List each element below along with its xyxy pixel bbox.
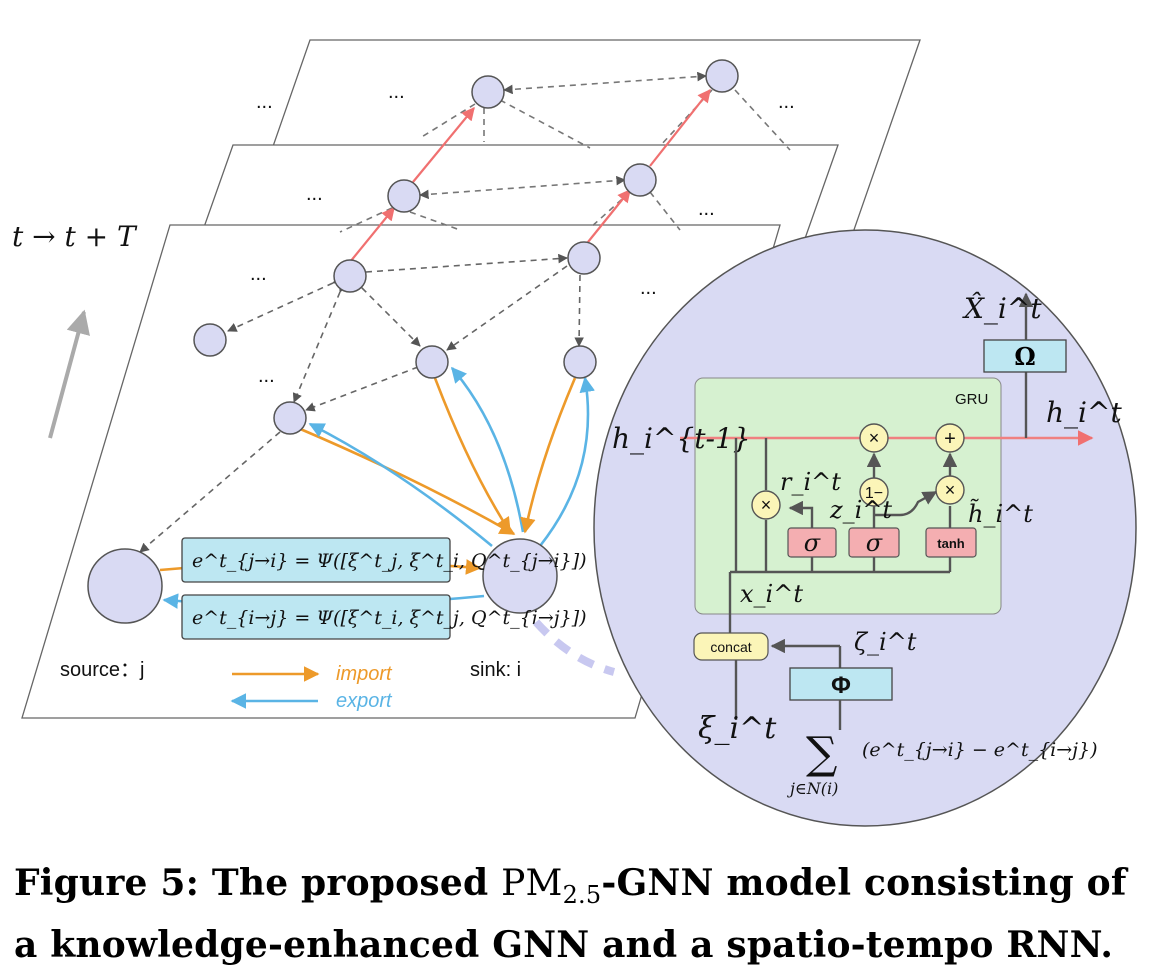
svg-text:×: × — [869, 428, 880, 448]
svg-text:σ: σ — [866, 529, 883, 557]
h-prev-label: h_i^{t-1} — [612, 422, 751, 455]
svg-text:e^t_{j→i} = Ψ([ξ^t_j, ξ^t_i, Q: e^t_{j→i} = Ψ([ξ^t_j, ξ^t_i, Q^t_{j→i}]) — [192, 550, 587, 572]
svg-text:σ: σ — [804, 529, 821, 557]
svg-text:...: ... — [258, 365, 275, 387]
svg-text:e^t_{i→j} = Ψ([ξ^t_i, ξ^t_j, Q: e^t_{i→j} = Ψ([ξ^t_i, ξ^t_j, Q^t_{i→j}]) — [192, 607, 587, 629]
svg-text:1−: 1− — [865, 485, 883, 502]
x-hat-label: X̂_i^t — [962, 292, 1042, 325]
gru-label: GRU — [955, 391, 988, 408]
svg-text:import: import — [336, 663, 393, 685]
legend-export: export — [230, 690, 393, 712]
legend-import: import — [232, 663, 393, 685]
op-plus: + — [944, 428, 956, 450]
svg-text:...: ... — [306, 183, 323, 205]
tanh-gate: tanh — [925, 527, 977, 558]
svg-text:...: ... — [778, 91, 795, 113]
zeta-label: ζ_i^t — [854, 628, 917, 656]
svg-text:×: × — [945, 480, 956, 500]
svg-text:...: ... — [388, 81, 405, 103]
xi-input-label: ξ_i^t — [698, 711, 777, 746]
op-multiply-r: × — [761, 495, 772, 515]
phi-box: Φ — [789, 667, 893, 701]
sum-expression: (e^t_{j→i} − e^t_{i→j}) — [862, 739, 1098, 761]
svg-text:+: + — [944, 428, 956, 450]
import-formula-box: e^t_{j→i} = Ψ([ξ^t_j, ξ^t_i, Q^t_{j→i}]) — [181, 537, 587, 583]
op-multiply-h: × — [945, 480, 956, 500]
svg-text:×: × — [761, 495, 772, 515]
z-gate-label: z_i^t — [829, 496, 892, 524]
op-one-minus: 1− — [865, 485, 883, 502]
svg-text:concat: concat — [710, 639, 751, 655]
svg-text:tanh: tanh — [937, 536, 965, 551]
r-gate-label: r_i^t — [780, 468, 841, 496]
sigma-gate-r: σ — [787, 527, 837, 558]
svg-text:...: ... — [256, 91, 273, 113]
time-axis-label: t → t + T — [12, 220, 138, 253]
sum-index: j∈N(i) — [787, 779, 838, 798]
pm25-gnn-diagram: ... ... ... ... ... ... ... ... t → t + … — [12, 39, 1137, 827]
source-label: source：j — [60, 659, 144, 681]
x-input-label: x_i^t — [740, 580, 803, 608]
h-tilde-label: h̃_i^t — [968, 499, 1033, 528]
h-out-label: h_i^t — [1046, 396, 1122, 429]
svg-text:...: ... — [640, 277, 657, 299]
svg-text:Ω: Ω — [1014, 342, 1035, 371]
svg-text:...: ... — [698, 198, 715, 220]
sink-label: sink: i — [470, 659, 521, 681]
concat-box: concat — [693, 632, 769, 661]
export-formula-box: e^t_{i→j} = Ψ([ξ^t_i, ξ^t_j, Q^t_{i→j}]) — [181, 594, 587, 640]
figure-caption: Figure 5: The proposed PM2.5-GNN model c… — [14, 862, 1127, 967]
svg-text:Φ: Φ — [831, 672, 851, 699]
svg-text:...: ... — [250, 263, 267, 285]
omega-box: Ω — [983, 339, 1067, 373]
sum-symbol: ∑ — [806, 728, 837, 779]
time-axis-arrow — [48, 309, 90, 439]
zoom-connector — [533, 619, 616, 676]
op-multiply-z: × — [869, 428, 880, 448]
svg-text:export: export — [336, 690, 393, 712]
sigma-gate-z: σ — [848, 527, 900, 558]
ellipsis-markers: ... ... ... ... ... ... ... ... — [250, 81, 795, 387]
